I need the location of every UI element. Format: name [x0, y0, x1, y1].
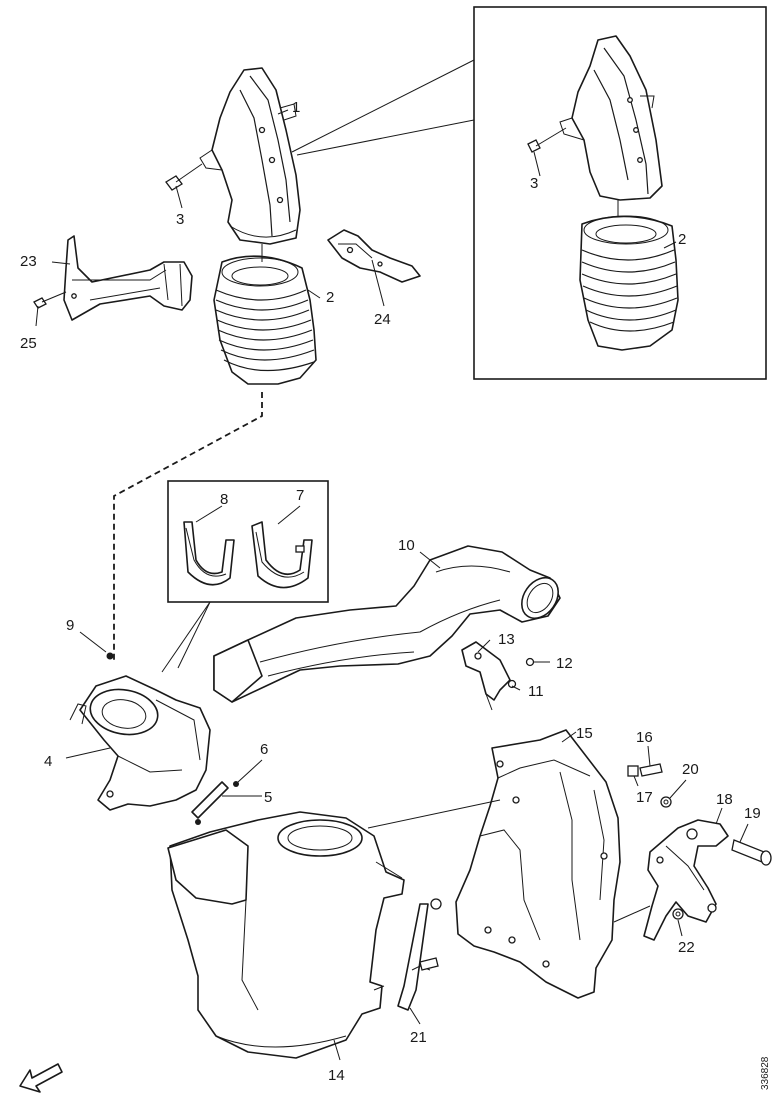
bolt-3-main	[165, 163, 203, 191]
bracket-18	[643, 819, 729, 941]
screw-25	[33, 291, 67, 309]
assembly-path-line	[113, 392, 263, 660]
forward-arrow-icon	[19, 1063, 63, 1093]
nut-6	[195, 781, 239, 825]
bracket-13	[461, 641, 511, 711]
callout-6: 6	[260, 741, 268, 758]
clamp-8	[183, 505, 235, 586]
callout-9: 9	[66, 617, 74, 634]
bracket-24	[327, 229, 421, 283]
reference-number: 336828	[760, 1056, 771, 1090]
air-box-top-4	[69, 652, 211, 811]
callout-2-variant: 2	[678, 231, 686, 248]
air-filter-housing-14	[167, 811, 405, 1059]
nut-22	[672, 908, 684, 920]
air-intake-duct-upper-variant	[559, 35, 663, 201]
callout-24: 24	[374, 311, 391, 328]
air-duct-10	[213, 545, 561, 703]
rod-5	[191, 781, 229, 819]
bolt-16	[639, 763, 663, 777]
callout-1: 1	[292, 99, 300, 116]
nut-12	[525, 657, 535, 667]
callout-7: 7	[296, 487, 304, 504]
callout-5: 5	[264, 789, 272, 806]
callout-3-variant: 3	[530, 175, 538, 192]
clamp-7	[251, 505, 313, 589]
callout-20: 20	[682, 761, 699, 778]
callout-13: 13	[498, 631, 515, 648]
callout-3-main: 3	[176, 211, 184, 228]
callout-22: 22	[678, 939, 695, 956]
bellows-main	[213, 244, 317, 385]
callout-14: 14	[328, 1067, 345, 1084]
callout-16: 16	[636, 729, 653, 746]
callout-12: 12	[556, 655, 573, 672]
bolt-11	[507, 679, 517, 689]
callout-25: 25	[20, 335, 37, 352]
bolt-19	[731, 839, 772, 866]
callout-4: 4	[44, 753, 52, 770]
bracket-21	[397, 898, 442, 1011]
clamp-inset-frame	[167, 480, 329, 603]
callout-18: 18	[716, 791, 733, 808]
callout-21: 21	[410, 1029, 427, 1046]
air-intake-duct-upper	[199, 67, 301, 245]
bushing-17	[627, 765, 639, 777]
detail-inset-frame	[473, 6, 767, 380]
callout-8: 8	[220, 491, 228, 508]
callout-19: 19	[744, 805, 761, 822]
bellows-variant	[579, 215, 679, 351]
bolt-3-variant	[527, 127, 567, 153]
callout-2-main: 2	[326, 289, 334, 306]
callout-10: 10	[398, 537, 415, 554]
bracket-23	[63, 235, 193, 321]
callout-11: 11	[528, 683, 544, 700]
callout-17: 17	[636, 789, 653, 806]
callout-23: 23	[20, 253, 37, 270]
nut-20	[660, 796, 672, 808]
callout-15: 15	[576, 725, 593, 742]
heat-shield-15	[455, 729, 621, 999]
